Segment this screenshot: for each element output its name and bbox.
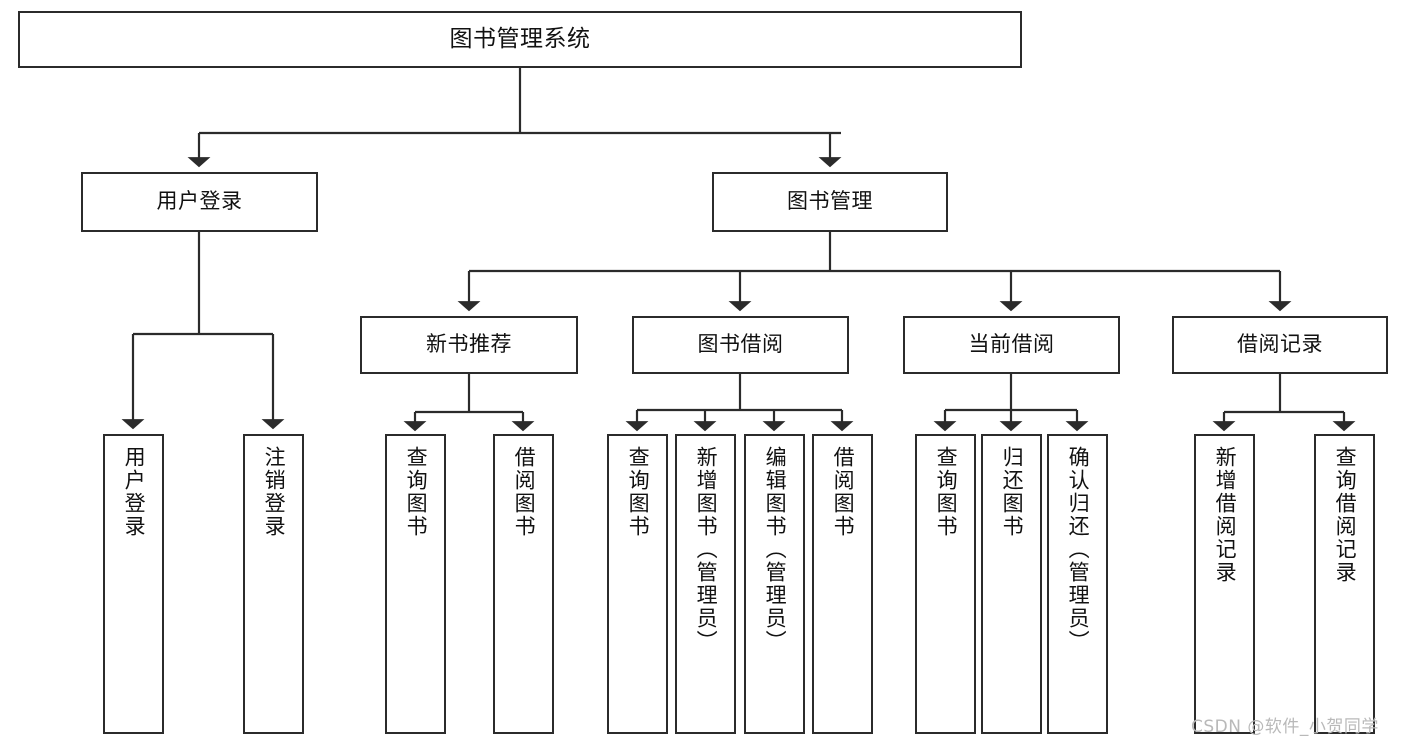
node-root[interactable]: 图书管理系统 [18,11,1022,68]
node-book-borrow[interactable]: 图书借阅 [632,316,849,374]
node-new-book-rec-label: 新书推荐 [426,332,512,357]
node-leaf-user-login-label: 用户登录 [122,446,147,538]
node-leaf-confirm-return-label: 确认归还（管理员） [1066,446,1091,653]
node-new-book-rec[interactable]: 新书推荐 [360,316,578,374]
node-leaf-edit-book[interactable]: 编辑图书（管理员） [744,434,805,734]
node-leaf-query-book-2-label: 查询图书 [626,446,651,538]
node-leaf-borrow-book-1[interactable]: 借阅图书 [493,434,554,734]
node-borrow-record[interactable]: 借阅记录 [1172,316,1388,374]
node-book-manage-label: 图书管理 [787,189,873,214]
csdn-watermark: CSDN @软件_小贺同学 [1191,717,1379,737]
node-leaf-return-book-label: 归还图书 [1000,446,1025,538]
node-leaf-query-book-1-label: 查询图书 [404,446,429,538]
node-leaf-confirm-return[interactable]: 确认归还（管理员） [1047,434,1108,734]
node-leaf-query-record-label: 查询借阅记录 [1333,446,1358,584]
node-leaf-add-record-label: 新增借阅记录 [1213,446,1238,584]
node-leaf-query-book-2[interactable]: 查询图书 [607,434,668,734]
node-leaf-edit-book-label: 编辑图书（管理员） [763,446,788,653]
node-leaf-user-logout[interactable]: 注销登录 [243,434,304,734]
node-leaf-add-record[interactable]: 新增借阅记录 [1194,434,1255,734]
node-root-label: 图书管理系统 [449,25,591,52]
node-leaf-query-book-3-label: 查询图书 [934,446,959,538]
node-book-borrow-label: 图书借阅 [697,332,784,357]
node-user-login-label: 用户登录 [156,189,243,214]
node-leaf-borrow-book-1-label: 借阅图书 [512,446,537,538]
node-leaf-user-login[interactable]: 用户登录 [103,434,164,734]
node-leaf-add-book-label: 新增图书（管理员） [694,446,719,653]
node-book-manage[interactable]: 图书管理 [712,172,948,232]
node-leaf-query-book-1[interactable]: 查询图书 [385,434,446,734]
node-leaf-add-book[interactable]: 新增图书（管理员） [675,434,736,734]
node-current-borrow-label: 当前借阅 [968,332,1055,357]
node-leaf-query-book-3[interactable]: 查询图书 [915,434,976,734]
node-leaf-borrow-book-2-label: 借阅图书 [831,446,856,538]
node-leaf-borrow-book-2[interactable]: 借阅图书 [812,434,873,734]
node-leaf-query-record[interactable]: 查询借阅记录 [1314,434,1375,734]
node-current-borrow[interactable]: 当前借阅 [903,316,1120,374]
node-leaf-user-logout-label: 注销登录 [262,446,287,538]
node-user-login[interactable]: 用户登录 [81,172,318,232]
node-borrow-record-label: 借阅记录 [1237,332,1323,357]
node-leaf-return-book[interactable]: 归还图书 [981,434,1042,734]
